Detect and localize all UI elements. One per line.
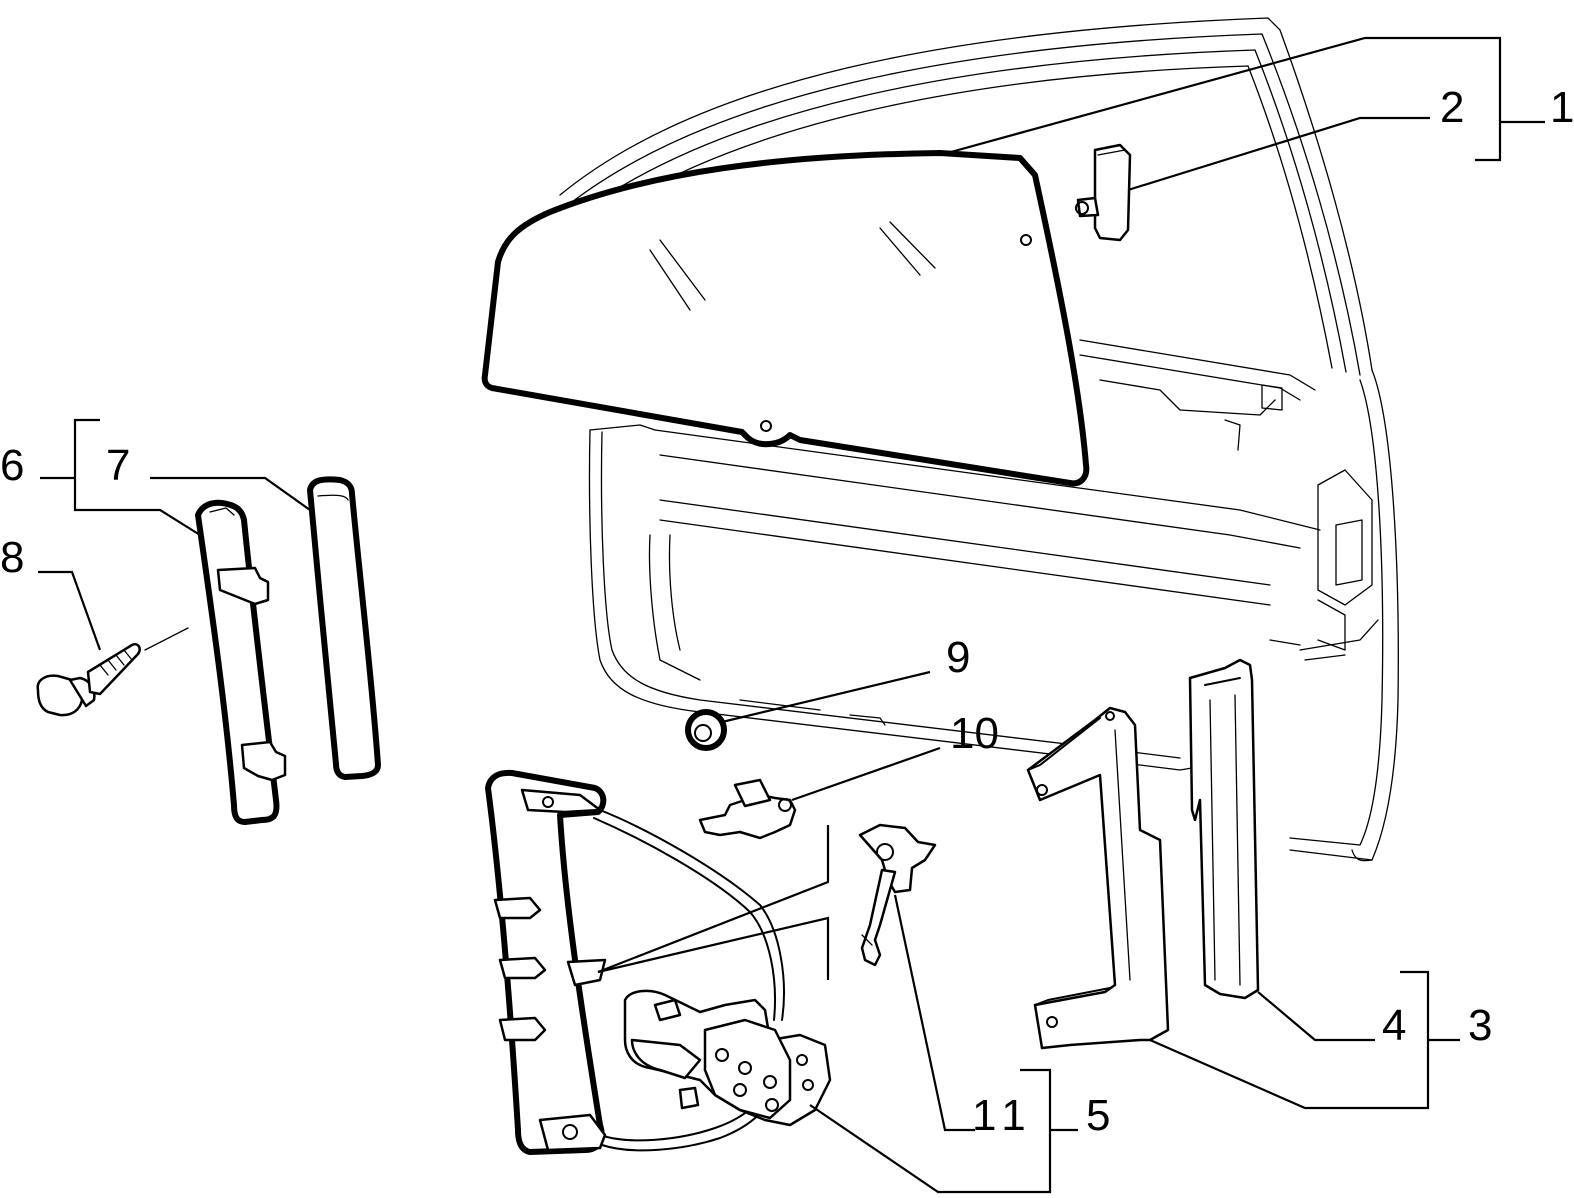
cable-clip-part-11 <box>858 823 937 967</box>
callout-10: 10 <box>950 709 999 758</box>
window-glass <box>481 150 1090 487</box>
callout-11: 11 <box>972 1091 1034 1140</box>
window-regulator-part-5 <box>485 769 832 1155</box>
window-guide-part-2 <box>1075 143 1132 242</box>
callout-5: 5 <box>1086 1091 1110 1140</box>
callout-1: 1 <box>1550 83 1574 132</box>
callout-9: 9 <box>946 633 970 682</box>
door-frame <box>559 17 1399 862</box>
callout-7: 7 <box>106 441 130 490</box>
callout-3: 3 <box>1468 1001 1492 1050</box>
bolt-part-8 <box>36 627 189 717</box>
callout-6: 6 <box>0 441 24 490</box>
clip-part-10 <box>698 778 797 840</box>
guide-channel-part-4 <box>1188 658 1260 1000</box>
leader-lines <box>38 36 1545 1194</box>
rear-channel-part-6 <box>195 499 287 825</box>
nut-part-9 <box>685 709 727 751</box>
callout-8: 8 <box>0 533 24 582</box>
callout-labels: 1 2 3 4 5 6 7 8 9 10 11 <box>0 83 1574 1140</box>
callout-4: 4 <box>1382 1001 1406 1050</box>
rubber-channel-part-7 <box>307 476 381 780</box>
callout-2: 2 <box>1440 83 1464 132</box>
bracket-part-3 <box>1026 706 1170 1050</box>
